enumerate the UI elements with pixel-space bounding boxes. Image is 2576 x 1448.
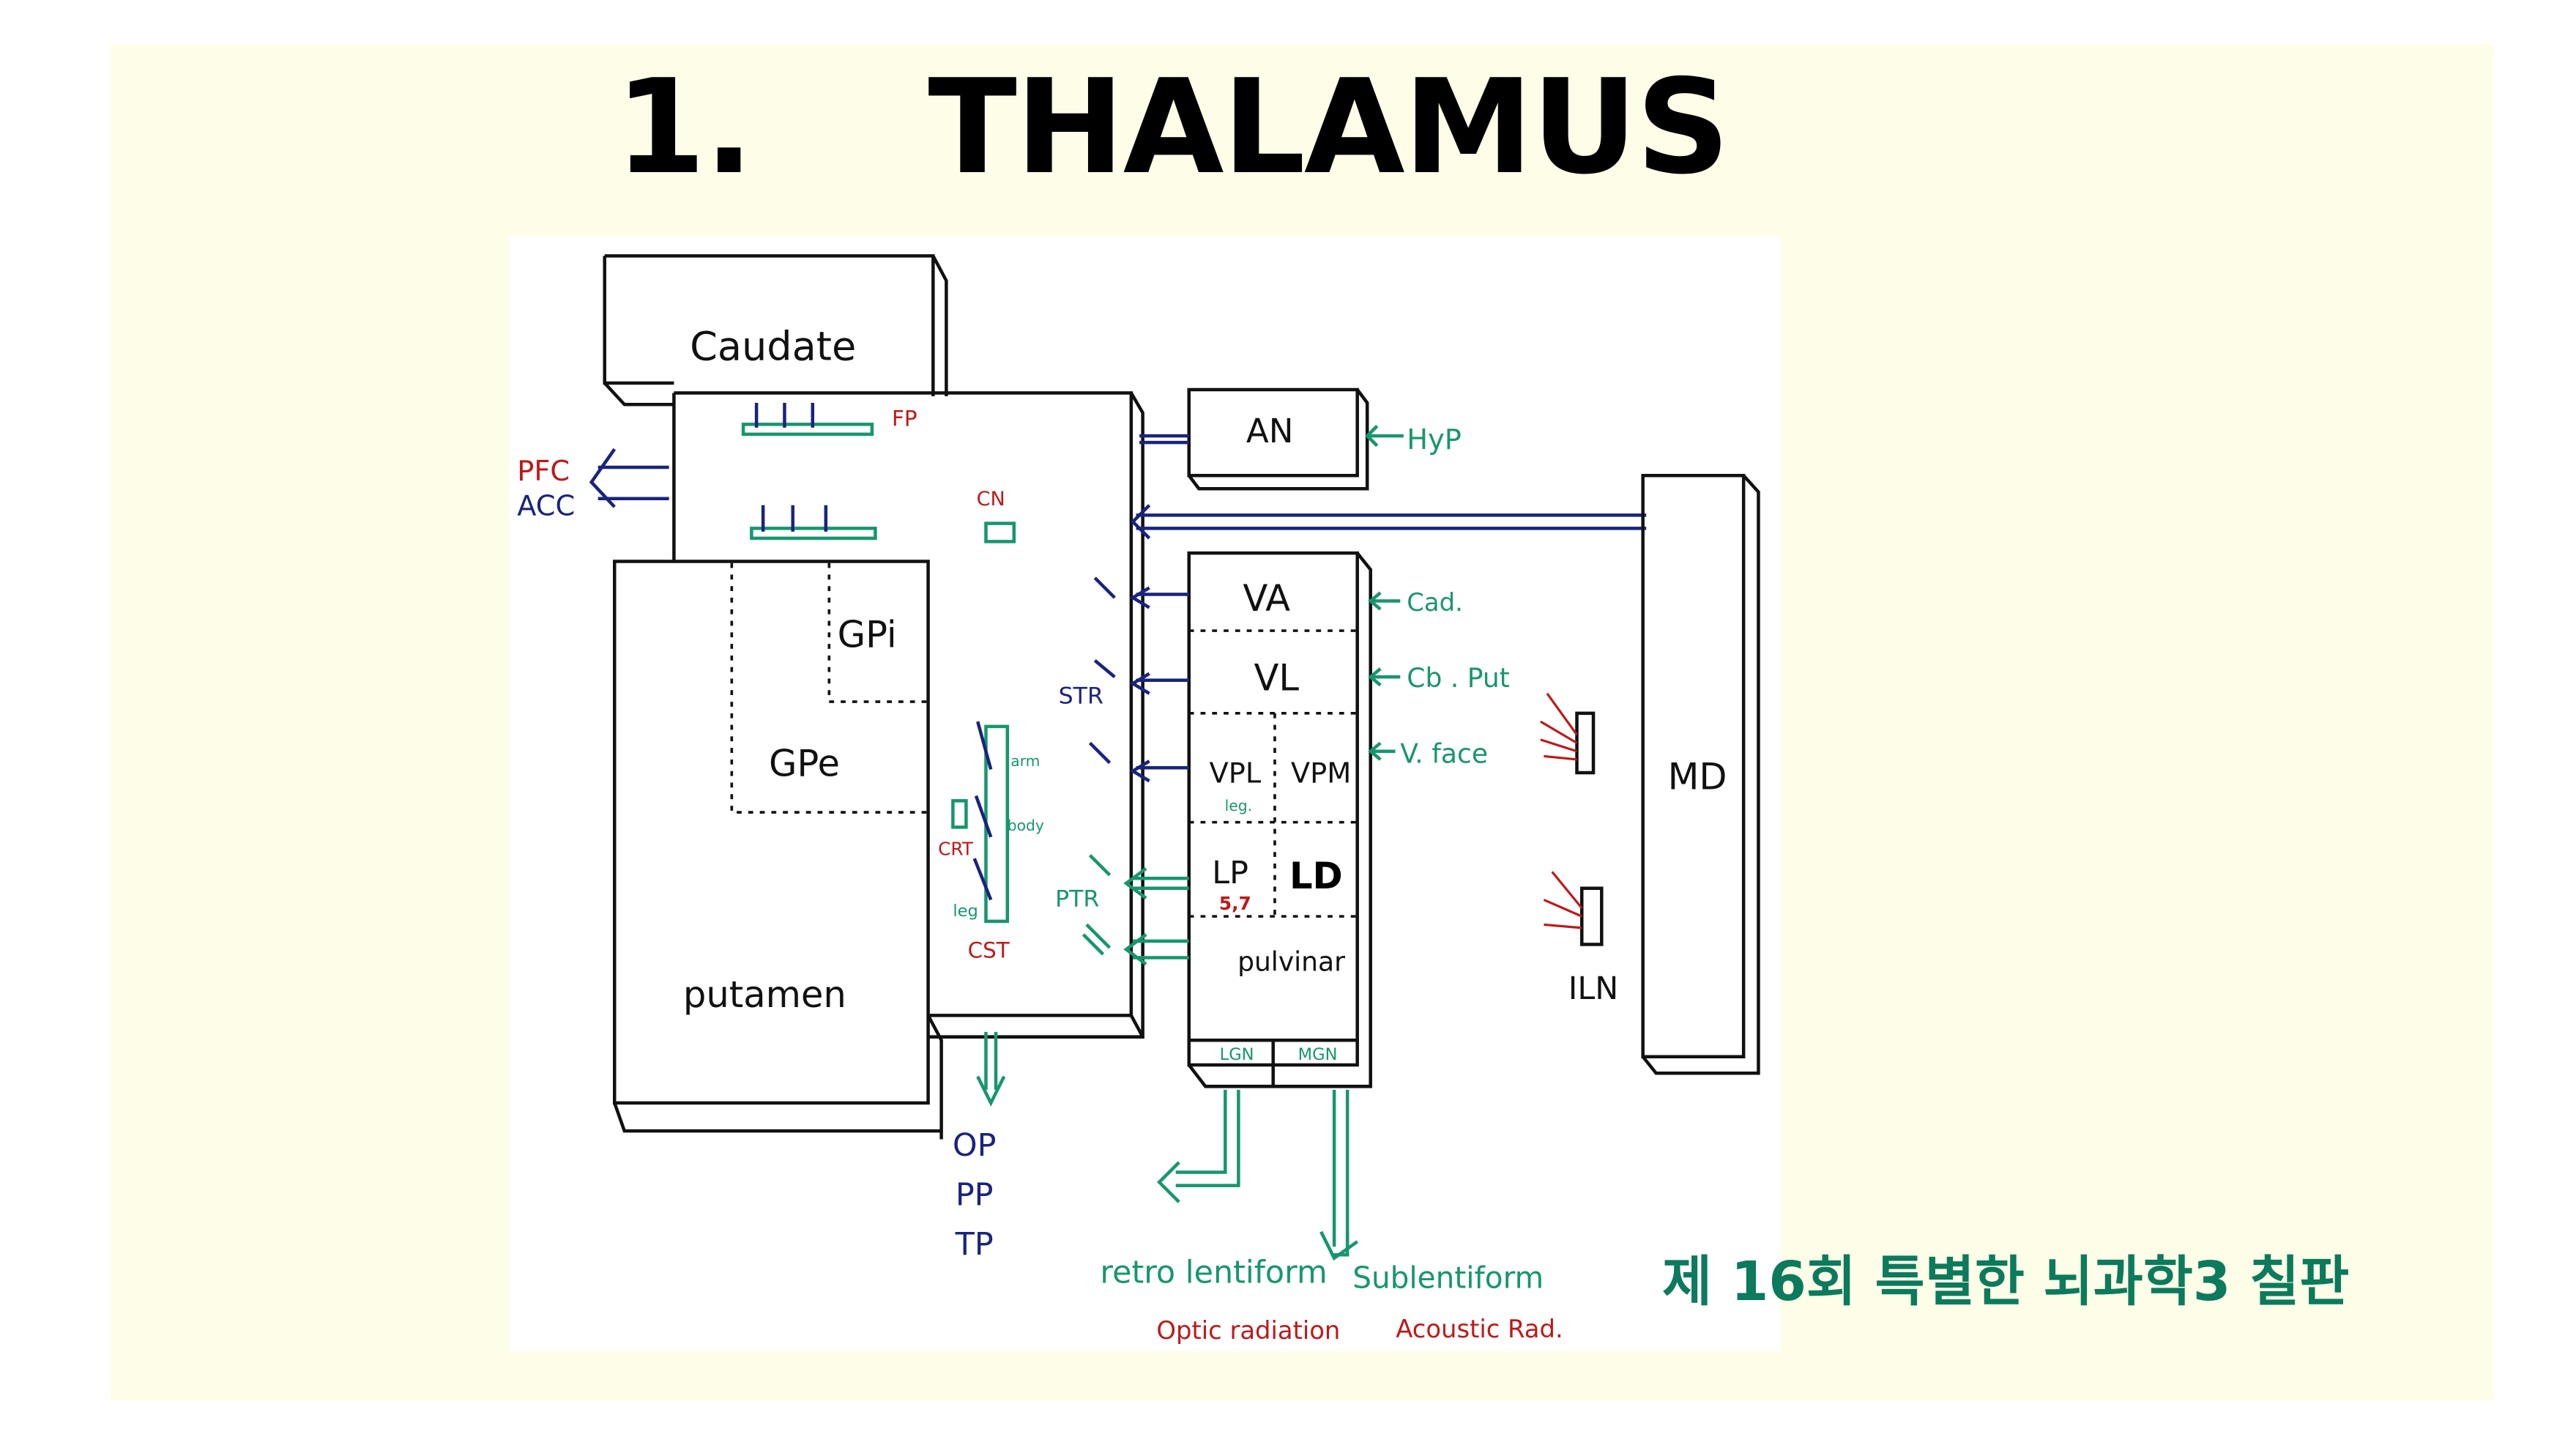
optic-radiation-arrow [1156, 1089, 1240, 1203]
md-connection [1130, 504, 1647, 540]
vpl-label: VPL [1210, 757, 1262, 790]
hyp-label: HyP [1407, 423, 1462, 456]
caudate-box [603, 254, 948, 406]
down-arrow-icon [976, 1031, 1006, 1107]
retro-lentiform-label: retro lentiform [1100, 1255, 1327, 1291]
gpi-label: GPi [838, 614, 897, 656]
corticospinal-bar [951, 721, 1010, 924]
sublentiform-label: Sublentiform [1352, 1260, 1544, 1295]
optic-radiation-label: Optic radiation [1156, 1316, 1340, 1345]
leg-label: leg [953, 902, 978, 921]
vpl-leg-label: leg. [1225, 797, 1252, 814]
internal-capsule-box [672, 391, 1144, 1140]
va-label: VA [1243, 577, 1290, 620]
iln-icon [1540, 692, 1604, 946]
str-label: STR [1059, 683, 1103, 709]
op-label: OP [953, 1127, 997, 1164]
arm-label: arm [1010, 752, 1040, 770]
slide-title: 1. THALAMUS [615, 51, 1730, 203]
an-box [1187, 387, 1369, 491]
frontopontine-bars [741, 403, 877, 541]
crt-label: CRT [938, 839, 974, 860]
body-label: body [1008, 817, 1044, 834]
cad-label: Cad. [1407, 588, 1463, 617]
v-face-label: V. face [1400, 738, 1488, 769]
pulvinar-label: pulvinar [1237, 947, 1345, 978]
cn-box [984, 521, 1016, 543]
an-label: AN [1246, 412, 1294, 450]
lp-label: LP [1212, 855, 1248, 891]
mgn-label: MGN [1298, 1045, 1338, 1064]
whiteboard-image [509, 236, 1780, 1351]
tp-label: TP [955, 1226, 994, 1263]
acc-label: ACC [517, 489, 575, 522]
pfc-label: PFC [517, 455, 570, 488]
putamen-label: putamen [683, 973, 846, 1016]
putamen-box [613, 560, 942, 1133]
pp-label: PP [956, 1177, 994, 1214]
iln-label: ILN [1568, 970, 1619, 1007]
lateral-thalamus-column [1187, 551, 1372, 1088]
cb-put-label: Cb . Put [1407, 663, 1510, 694]
lp-layers-label: 5,7 [1219, 893, 1251, 914]
md-label: MD [1668, 756, 1727, 798]
acoustic-radiation-arrow [1319, 1089, 1358, 1261]
fp-label: FP [892, 406, 917, 431]
ptr-label: PTR [1055, 886, 1099, 913]
cn-label: CN [977, 488, 1005, 510]
md-box [1641, 473, 1760, 1075]
pfc-arrow-icon [589, 448, 669, 508]
caudate-label: Caudate [690, 323, 856, 369]
ld-label: LD [1289, 855, 1343, 897]
gpe-label: GPe [769, 743, 840, 785]
lgn-label: LGN [1220, 1045, 1254, 1064]
acoustic-radiation-label: Acoustic Rad. [1396, 1315, 1563, 1343]
vl-label: VL [1254, 656, 1299, 699]
vpm-label: VPM [1291, 757, 1351, 790]
slide-caption: 제 16회 특별한 뇌과학3 칠판 [1662, 1250, 2350, 1313]
cst-label: CST [968, 938, 1010, 962]
